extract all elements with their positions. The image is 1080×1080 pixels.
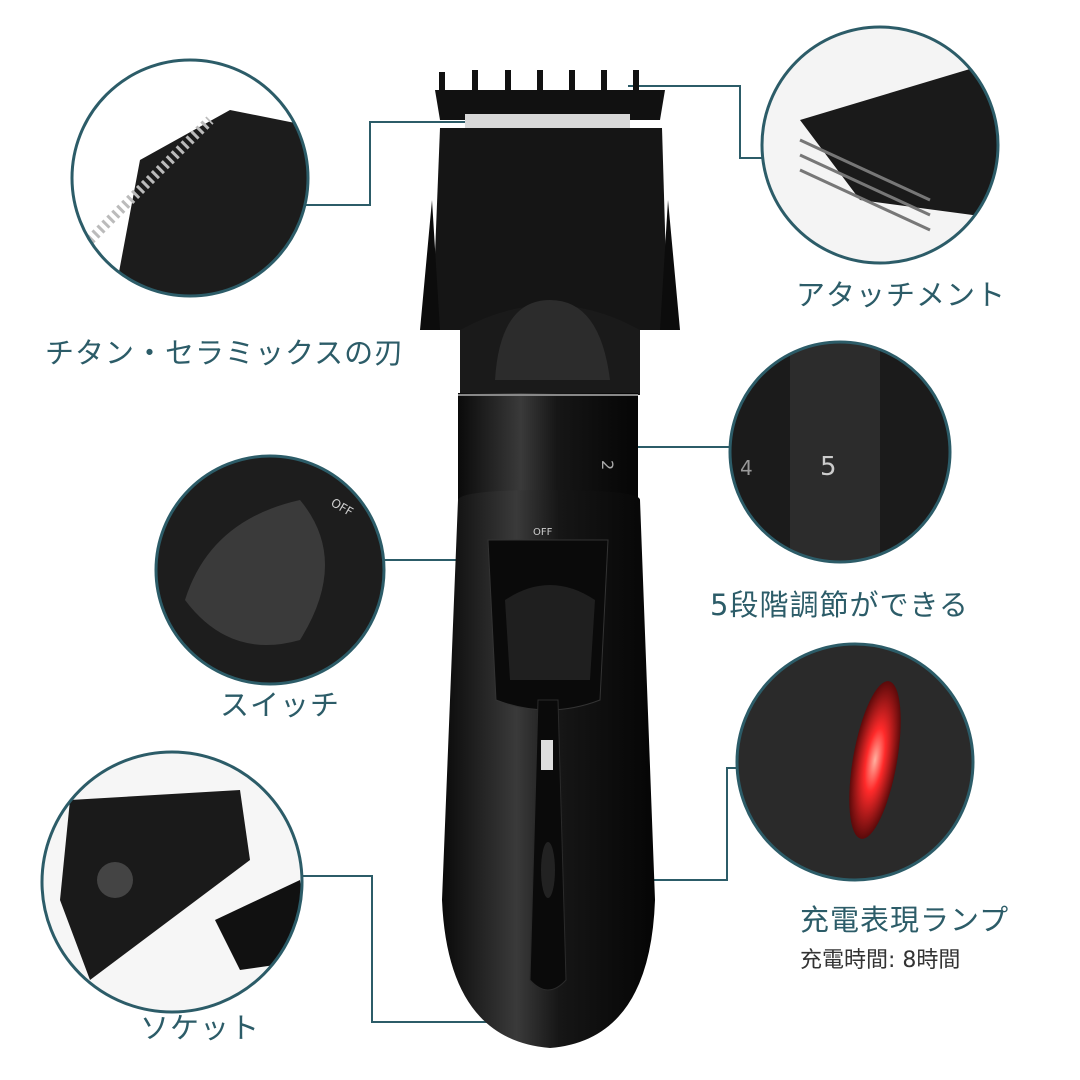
label-charge-time: 充電時間: 8時間 (800, 948, 961, 973)
label-socket: ソケット (140, 1011, 261, 1045)
dial-number-5: 5 (820, 452, 837, 482)
label-switch: スイッチ (220, 688, 341, 722)
body-off-marking: OFF (533, 527, 553, 538)
detail-socket (42, 752, 302, 1012)
detail-attachment (762, 27, 998, 263)
detail-lamp (737, 644, 973, 880)
detail-blade (72, 60, 308, 296)
hair-clipper: 2 OFF (420, 70, 680, 1048)
detail-switch: OFF (156, 456, 384, 684)
label-adjust: 5段階調節ができる (710, 588, 969, 622)
label-blade: チタン・セラミックスの刃 (45, 336, 405, 370)
dial-number-4: 4 (740, 456, 753, 480)
detail-dial: 5 4 (730, 342, 950, 562)
body-dial-number-2: 2 (598, 460, 617, 470)
label-attachment: アタッチメント (796, 278, 1007, 312)
label-lamp: 充電表現ランプ (800, 903, 1010, 937)
detail-circle-borders (40, 25, 1000, 1014)
